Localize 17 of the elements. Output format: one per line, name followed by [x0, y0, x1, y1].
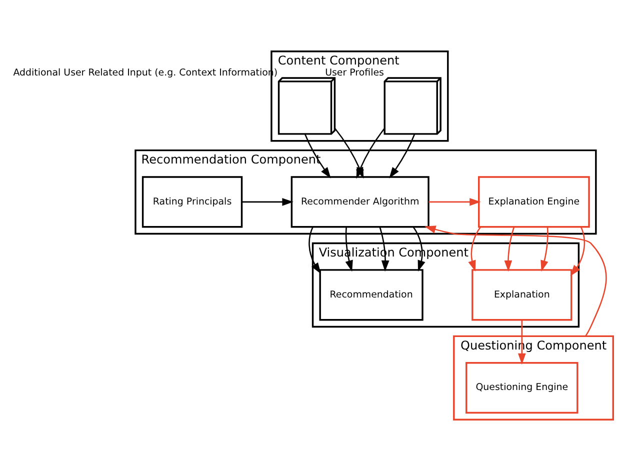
node-box: Explanation Engine — [478, 176, 590, 228]
arrow — [424, 226, 607, 337]
arrow — [504, 226, 515, 272]
node-box: Recommender Algorithm — [290, 176, 430, 228]
arrow — [468, 226, 482, 272]
arrow — [570, 226, 586, 276]
node-box: Recommendation — [319, 269, 424, 321]
arrow — [540, 226, 548, 272]
arrow — [242, 198, 294, 206]
node-box: Explanation — [472, 269, 572, 321]
arrow — [308, 226, 321, 274]
node-box: Rating Principals — [142, 176, 243, 228]
arrow — [428, 198, 481, 206]
node-box: Questioning Engine — [466, 362, 578, 414]
arrow — [304, 134, 331, 178]
arrow — [389, 134, 416, 178]
node-label: User Profiles — [325, 67, 384, 78]
